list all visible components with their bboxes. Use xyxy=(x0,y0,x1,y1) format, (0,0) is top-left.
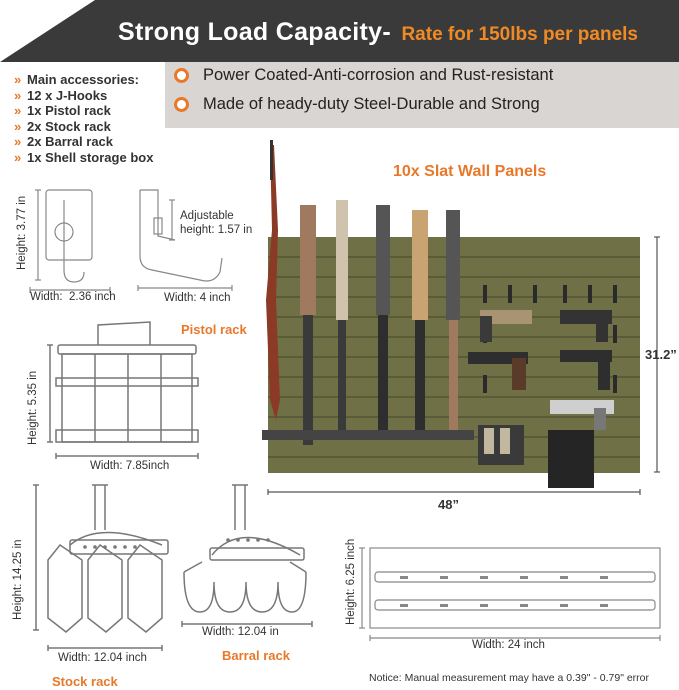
header-title: Strong Load Capacity- xyxy=(118,18,391,46)
list-item: »2x Barral rack xyxy=(14,134,114,150)
bullet-icon xyxy=(174,68,189,83)
feature-text: Power Coated-Anti-corrosion and Rust-res… xyxy=(203,66,554,84)
accessories-list: »Main accessories: »12 x J-Hooks »1x Pis… xyxy=(14,72,153,165)
pistol-rack-width-label: Width: 7.85inch xyxy=(90,460,170,472)
pistol-rack-label: Pistol rack xyxy=(181,322,247,337)
header-band xyxy=(0,0,679,62)
panels-height-label: 31.2” xyxy=(645,347,677,362)
stock-rack-label: Stock rack xyxy=(52,674,118,689)
list-item: »12 x J-Hooks xyxy=(14,87,108,103)
header: Strong Load Capacity- Rate for 150lbs pe… xyxy=(118,18,638,47)
accessories-heading: »Main accessories: xyxy=(14,72,140,88)
list-item: »2x Stock rack xyxy=(14,118,111,134)
features-band xyxy=(165,62,679,128)
jhook-adjustable-label: Adjustable xyxy=(180,210,234,222)
chevron-right-icon: » xyxy=(14,103,22,119)
slat-panel-width-label: Width: 24 inch xyxy=(472,639,545,651)
feature-text: Made of heady-duty Steel-Durable and Str… xyxy=(203,95,540,113)
jhook-side-width-label: Width: 4 inch xyxy=(164,292,231,304)
jhook-adj-height-label: height: 1.57 in xyxy=(180,224,253,236)
feature-1: Power Coated-Anti-corrosion and Rust-res… xyxy=(174,66,553,85)
bullet-icon xyxy=(174,97,189,112)
notice-text: Notice: Manual measurement may have a 0.… xyxy=(369,672,650,684)
list-item: »1x Shell storage box xyxy=(14,149,154,165)
feature-2: Made of heady-duty Steel-Durable and Str… xyxy=(174,95,540,114)
chevron-right-icon: » xyxy=(14,149,22,165)
jhook-width-label: Width: 2.36 inch xyxy=(30,291,116,303)
barral-rack-width-label: Width: 12.04 in xyxy=(202,626,279,638)
header-wedge xyxy=(0,0,95,62)
barral-rack-label: Barral rack xyxy=(222,648,290,663)
panels-title: 10x Slat Wall Panels xyxy=(393,163,547,180)
chevron-right-icon: » xyxy=(14,118,22,134)
slat-panel-height-label: Height: 6.25 inch xyxy=(345,538,357,625)
list-item: »1x Pistol rack xyxy=(14,103,111,119)
panels-width-label: 48” xyxy=(438,497,459,512)
chevron-right-icon: » xyxy=(14,72,22,88)
chevron-right-icon: » xyxy=(14,134,22,150)
header-subtitle: Rate for 150lbs per panels xyxy=(401,24,638,45)
stock-rack-width-label: Width: 12.04 inch xyxy=(58,652,147,664)
chevron-right-icon: » xyxy=(14,87,22,103)
